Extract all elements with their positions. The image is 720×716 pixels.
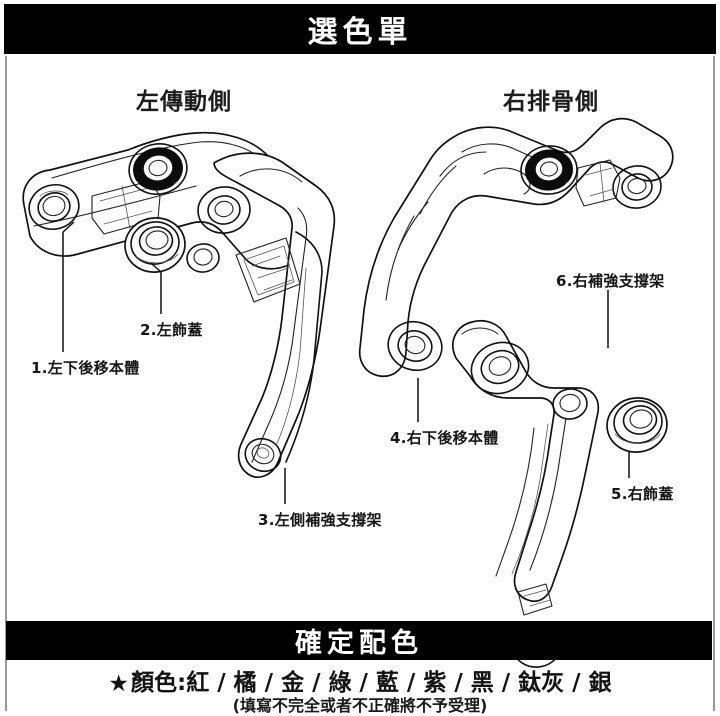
part-label-3: 3.左側補強支撐架 bbox=[258, 511, 382, 529]
right-side-title: 右排骨側 bbox=[503, 89, 599, 115]
confirm-color-title: 確定配色 bbox=[295, 628, 423, 659]
color-options-line: ★顏色:紅 / 橘 / 金 / 綠 / 藍 / 紫 / 黑 / 鈦灰 / 銀 bbox=[0, 663, 720, 697]
left-side-title: 左傳動側 bbox=[136, 89, 232, 115]
page-title-banner: 選色單 bbox=[4, 4, 716, 54]
star-icon: ★ bbox=[108, 671, 130, 697]
form-note: (填寫不完全或者不正確將不予受理) bbox=[232, 696, 488, 715]
part-label-1: 1.左下後移本體 bbox=[31, 359, 140, 377]
part-label-4: 4.右下後移本體 bbox=[390, 429, 499, 447]
confirm-color-banner: 確定配色 bbox=[6, 621, 712, 660]
color-options-text: 顏色:紅 / 橘 / 金 / 綠 / 藍 / 紫 / 黑 / 鈦灰 / 銀 bbox=[131, 670, 612, 696]
page-title: 選色單 bbox=[307, 15, 413, 50]
part-label-5: 5.右飾蓋 bbox=[611, 485, 674, 503]
part-label-2: 2.左飾蓋 bbox=[140, 321, 203, 339]
content-frame bbox=[5, 56, 715, 711]
part-label-6: 6.右補強支撐架 bbox=[556, 272, 665, 290]
